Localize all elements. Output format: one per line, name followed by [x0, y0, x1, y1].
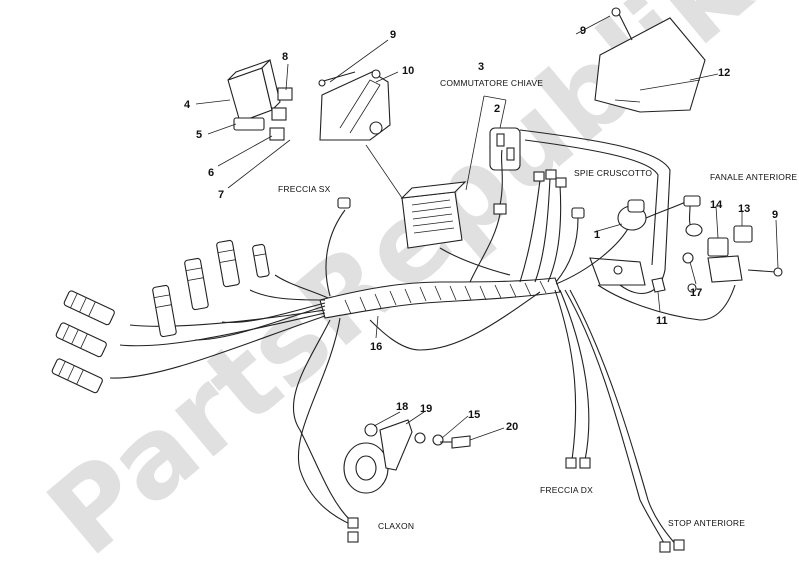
- label-freccia-dx: FRECCIA DX: [540, 485, 593, 495]
- part-number-17: 17: [690, 287, 702, 299]
- part-number-3: 3: [478, 61, 484, 73]
- part-number-16: 16: [370, 341, 382, 353]
- label-claxon: CLAXON: [378, 521, 414, 531]
- label-stop-anteriore: STOP ANTERIORE: [668, 518, 745, 528]
- relays: [651, 225, 783, 293]
- part-number-11: 11: [656, 315, 668, 327]
- lower-wires: [292, 284, 736, 553]
- part-number-15: 15: [468, 409, 480, 421]
- part-number-13: 13: [738, 203, 750, 215]
- key-switch-connector: [469, 127, 521, 283]
- part-number-8: 8: [282, 51, 288, 63]
- part-number-9-top-left: 9: [390, 29, 396, 41]
- headlight-cover: [594, 7, 706, 113]
- left-branch-wires: [109, 209, 346, 379]
- label-commutatore-chiave: COMMUTATORE CHIAVE: [440, 78, 543, 88]
- horn-assembly: [343, 419, 471, 494]
- part-numbers: 4 5 6 7 8 9 10 3 2 9 12 1 14 13 9 17 11 …: [184, 25, 778, 433]
- part-number-14: 14: [710, 199, 723, 211]
- part-number-9-right: 9: [772, 209, 778, 221]
- headlight-connector: [617, 195, 703, 237]
- part-number-12: 12: [718, 67, 730, 79]
- part-number-4: 4: [184, 99, 191, 111]
- part-number-9-top-right: 9: [580, 25, 586, 37]
- ignition-bracket: [318, 69, 391, 141]
- main-harness-sheath: [319, 277, 561, 319]
- left-connectors: [51, 197, 351, 394]
- part-number-20: 20: [506, 421, 518, 433]
- part-number-18: 18: [396, 401, 408, 413]
- headlight-bracket: [519, 129, 671, 294]
- component-labels: COMMUTATORE CHIAVE FRECCIA SX SPIE CRUSC…: [278, 78, 797, 531]
- part-number-2: 2: [494, 103, 500, 115]
- part-number-5: 5: [196, 129, 202, 141]
- part-number-10: 10: [402, 65, 414, 77]
- part-number-19: 19: [420, 403, 432, 415]
- label-spie-cruscotto: SPIE CRUSCOTTO: [574, 168, 652, 178]
- leader-lines: [195, 15, 779, 441]
- part-number-6: 6: [208, 167, 214, 179]
- dashboard-wires: [519, 169, 631, 285]
- part-number-7: 7: [218, 189, 224, 201]
- label-freccia-sx: FRECCIA SX: [278, 184, 331, 194]
- part-number-1: 1: [594, 229, 600, 241]
- label-fanale-anteriore: FANALE ANTERIORE: [710, 172, 797, 182]
- control-unit: [400, 181, 511, 276]
- fuse-box: [227, 58, 293, 141]
